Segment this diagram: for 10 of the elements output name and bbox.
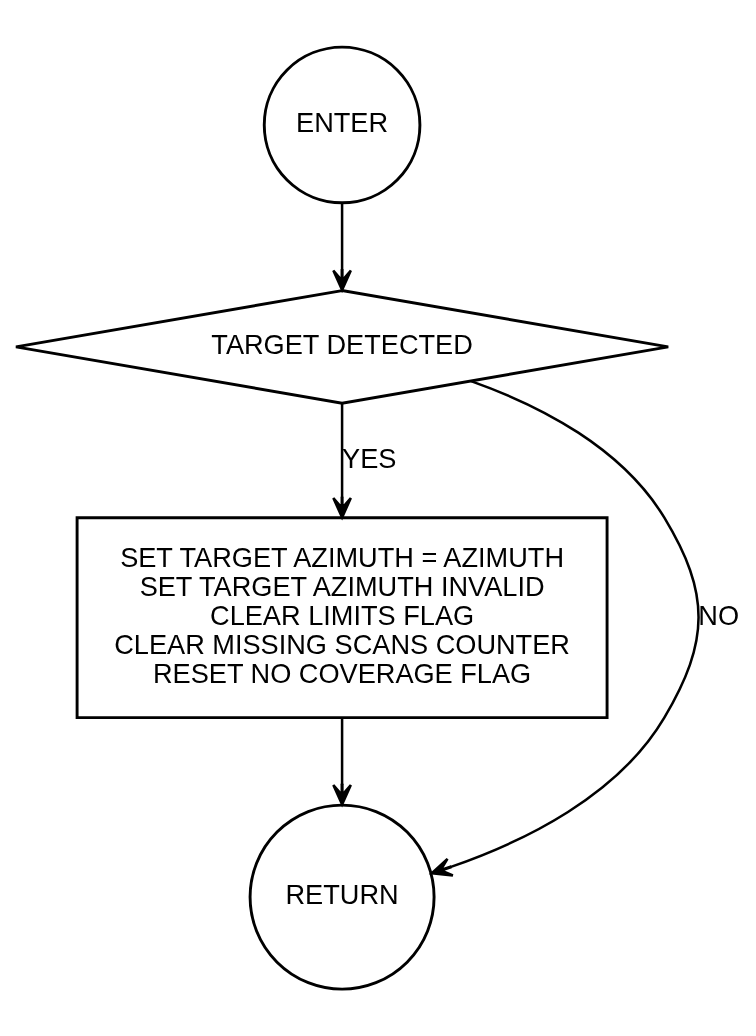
node-circle: ENTER [262, 45, 422, 205]
node-diamond: TARGET DETECTED [14, 289, 670, 405]
node-box: SET TARGET AZIMUTH = AZIMUTH SET TARGET AZIMUTH INVALID CLEAR LIMITS FLAG CLEAR MISSING SCANS COUNTER RESET NO COVERAGE FLAG [75, 516, 609, 720]
edge-label: NO [698, 599, 740, 631]
node-circle: RETURN [248, 803, 436, 991]
arrow [332, 403, 353, 519]
arrow [430, 379, 700, 877]
edge-label: YES [342, 442, 397, 474]
arrow [332, 203, 353, 292]
arrow [332, 718, 353, 806]
